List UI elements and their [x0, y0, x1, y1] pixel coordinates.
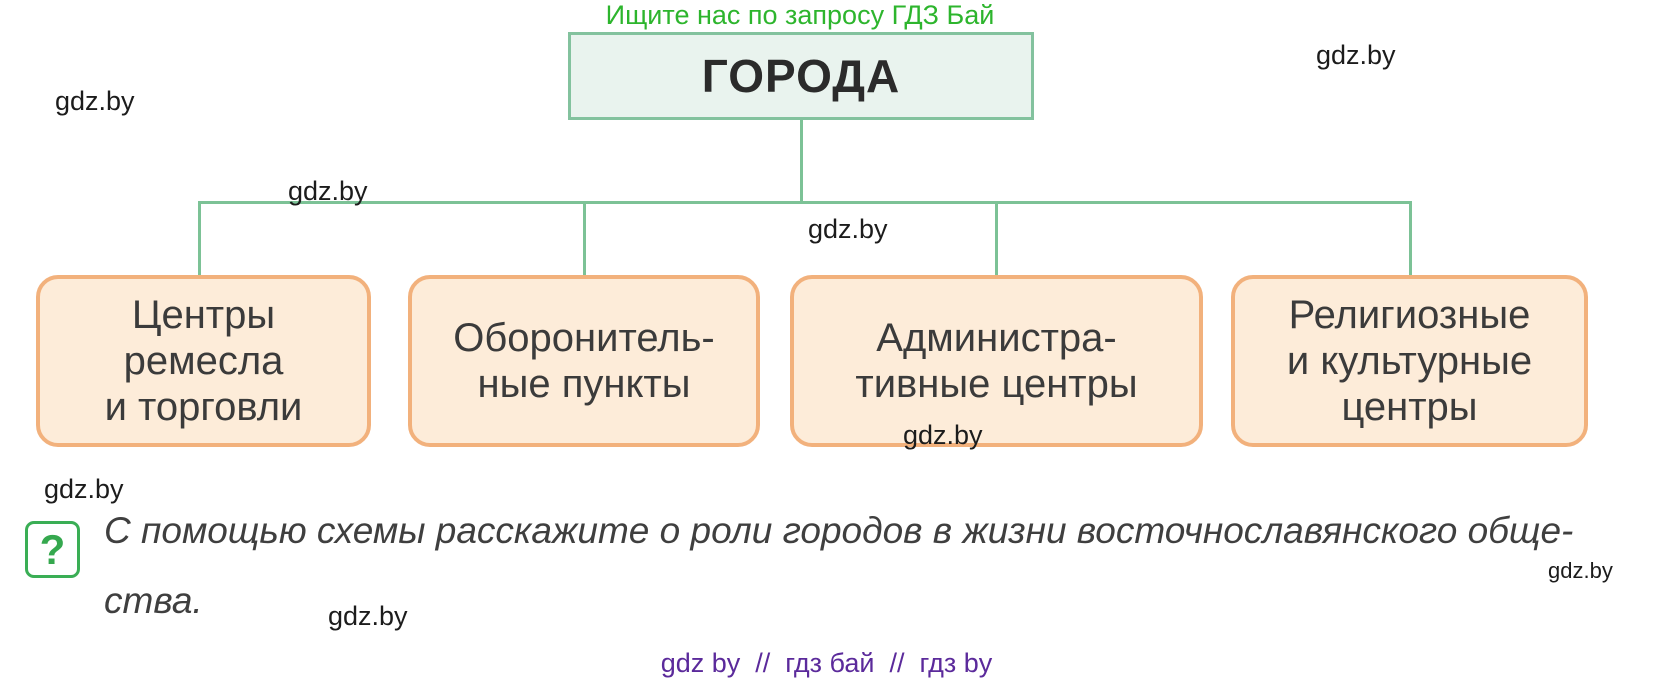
question-text-line-2: ства.	[104, 580, 203, 621]
watermark: gdz.by	[808, 214, 888, 244]
branch-label-line: ные пункты	[477, 362, 691, 406]
branch-label-line: Центры	[131, 293, 276, 337]
watermark: gdz.by	[55, 86, 135, 116]
branch-label-line: и культурные	[1286, 339, 1533, 383]
branch-label-line: Религиозные	[1288, 293, 1531, 337]
watermark: gdz.by	[288, 176, 368, 206]
footer-text: gdz by // гдз бай // гдз by	[660, 648, 993, 678]
connector-stem	[800, 120, 803, 203]
connector-drop-2	[583, 201, 586, 277]
branch-label-line: Администра-	[876, 316, 1117, 360]
connector-drop-1	[198, 201, 201, 277]
promo-text: Ищите нас по запросу ГДЗ Бай	[605, 0, 995, 30]
question-icon: ?	[25, 521, 80, 578]
watermark: gdz.by	[903, 420, 983, 450]
root-box-cities: ГОРОДА	[568, 32, 1034, 120]
watermark: gdz.by	[44, 474, 124, 504]
branch-box-administrative-centers: Администра- тивные центры	[790, 275, 1203, 447]
watermark: gdz.by	[1548, 558, 1613, 583]
branch-label-line: тивные центры	[855, 362, 1138, 406]
watermark: gdz.by	[328, 601, 408, 631]
question-mark-glyph: ?	[39, 525, 66, 573]
branch-label-line: и торговли	[104, 385, 303, 429]
branch-label-line: Оборонитель-	[453, 316, 715, 360]
branch-label-line: центры	[1341, 385, 1478, 429]
connector-drop-4	[1409, 201, 1412, 277]
question-text-line-1: С помощью схемы расскажите о роли городо…	[104, 510, 1574, 551]
branch-box-defensive-points: Оборонитель- ные пункты	[408, 275, 760, 447]
branch-box-craft-trade-centers: Центры ремесла и торговли	[36, 275, 371, 447]
connector-rail	[198, 201, 1412, 204]
watermark: gdz.by	[1316, 40, 1396, 70]
connector-drop-3	[995, 201, 998, 277]
branch-label-line: ремесла	[123, 339, 284, 383]
branch-box-religious-cultural-centers: Религиозные и культурные центры	[1231, 275, 1588, 447]
root-box-label: ГОРОДА	[701, 50, 901, 102]
